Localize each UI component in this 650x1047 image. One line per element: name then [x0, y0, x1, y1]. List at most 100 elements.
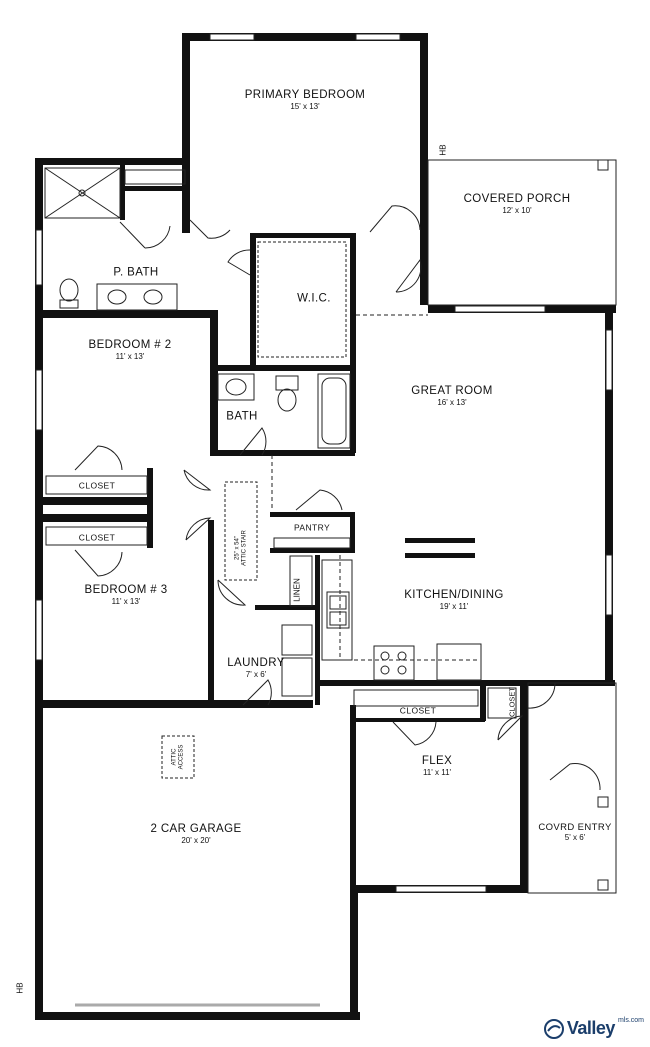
- room-dims: 7' x 6': [245, 669, 267, 679]
- room-name: W.I.C.: [297, 292, 331, 305]
- room-dims: 11' x 11': [422, 767, 452, 777]
- wall: [210, 365, 355, 371]
- window: [35, 599, 43, 661]
- room-name: BEDROOM # 2: [88, 338, 172, 351]
- attic-access-text: ATTIC: [171, 748, 178, 766]
- room-name: CLOSET: [399, 705, 437, 716]
- wall: [43, 514, 153, 522]
- kitchen-sink: [326, 591, 350, 629]
- wall: [182, 33, 428, 41]
- attic-stair-text: ATTIC STAIR: [241, 530, 247, 566]
- wall: [35, 158, 190, 165]
- room-name: CLOSET: [78, 480, 116, 491]
- counter: [321, 559, 353, 661]
- room-closet-bed3: CLOSET: [79, 532, 115, 542]
- room-wic: W.I.C.: [297, 293, 331, 306]
- entry-outline: [527, 682, 617, 894]
- wall: [35, 700, 43, 1020]
- wall: [405, 538, 475, 543]
- sink: [217, 373, 255, 401]
- room-bath: BATH: [226, 411, 257, 424]
- window: [209, 33, 255, 41]
- wall: [270, 512, 355, 517]
- washer: [281, 624, 313, 656]
- wall: [350, 233, 356, 453]
- wall: [210, 450, 355, 456]
- room-name: COVERED PORCH: [463, 192, 571, 205]
- wall: [520, 683, 528, 891]
- porch-outline: [427, 159, 617, 306]
- room-dims: 19' x 11': [439, 601, 469, 611]
- vanity: [96, 283, 178, 311]
- closet-shelf: [45, 526, 148, 546]
- interior-walls: [43, 165, 615, 722]
- wall: [210, 310, 218, 455]
- room-dims: 15' x 13': [290, 101, 320, 111]
- window: [454, 305, 546, 313]
- room-name: P. BATH: [113, 266, 159, 279]
- range: [373, 645, 415, 681]
- wall: [120, 165, 125, 220]
- room-name: LAUNDRY: [227, 656, 285, 669]
- room-closet-bed2: CLOSET: [78, 480, 116, 491]
- logo-word: Valley: [566, 1018, 616, 1038]
- wall: [405, 553, 475, 558]
- wall: [350, 705, 356, 895]
- attic-stair: [224, 481, 258, 581]
- room-dims: 11' x 13': [115, 351, 145, 361]
- wall: [43, 310, 218, 318]
- wall: [120, 186, 190, 191]
- fixtures: [44, 159, 617, 1007]
- wall: [43, 700, 313, 708]
- hose-bib-bottom: HB: [15, 982, 25, 994]
- window: [355, 33, 401, 41]
- room-closet-entry: CLOSET: [507, 686, 517, 718]
- attic-access: [161, 735, 195, 779]
- room-linen: LINEN: [292, 578, 302, 602]
- room-name: BATH: [226, 410, 258, 423]
- wall: [270, 548, 355, 553]
- room-name: KITCHEN/DINING: [404, 588, 504, 601]
- room-dims: 11' x 13': [111, 596, 141, 606]
- wall: [350, 718, 485, 722]
- toilet: [59, 278, 79, 302]
- logo-swoosh-icon: [543, 1018, 564, 1039]
- wall: [208, 520, 214, 705]
- room-dims: 12' x 10': [502, 205, 532, 215]
- shower: [44, 167, 121, 219]
- pantry-shelf: [273, 537, 351, 549]
- closet-shelf: [124, 169, 186, 185]
- dryer: [281, 657, 313, 697]
- wall: [350, 892, 358, 1020]
- room-dims: 20' x 20': [181, 835, 211, 845]
- wall: [420, 33, 428, 305]
- room-name: BEDROOM # 3: [84, 583, 168, 596]
- wall: [255, 605, 315, 610]
- tub: [317, 373, 351, 449]
- wall: [147, 468, 153, 548]
- window: [605, 329, 613, 391]
- wall: [250, 233, 256, 365]
- wall: [315, 555, 320, 705]
- fridge: [436, 643, 482, 681]
- wall: [350, 512, 355, 553]
- room-p-bath: P. BATH: [113, 267, 158, 280]
- window: [35, 229, 43, 286]
- wall: [35, 310, 43, 705]
- attic-stair-label: 25" x 54"ATTIC STAIR: [234, 530, 247, 566]
- wall: [315, 680, 615, 686]
- room-name: 2 CAR GARAGE: [150, 822, 242, 835]
